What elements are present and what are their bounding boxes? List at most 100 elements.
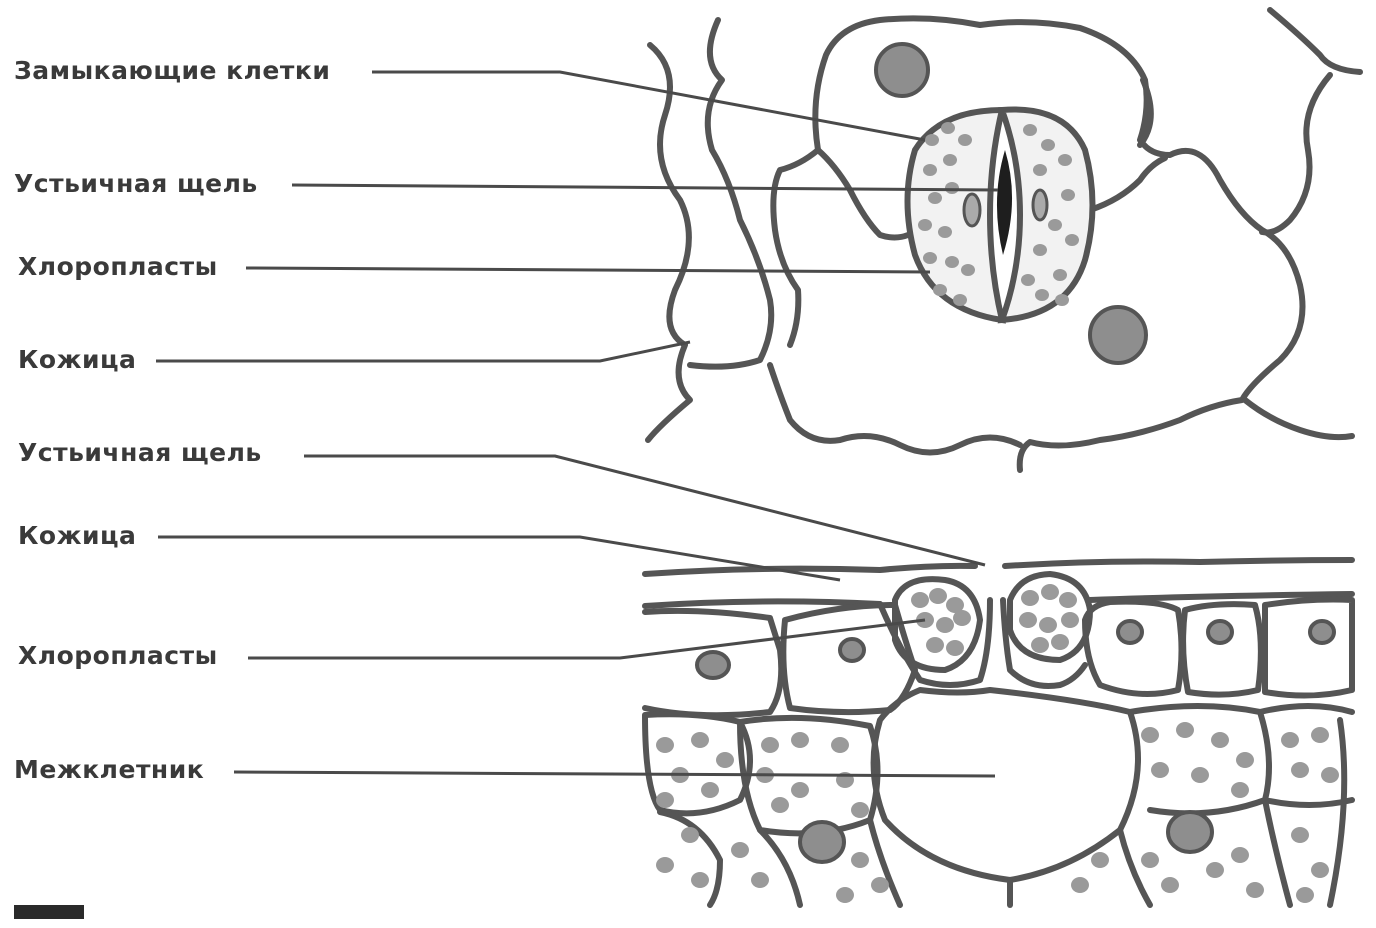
chloroplast: [945, 256, 959, 268]
chloroplast: [831, 737, 849, 753]
chloroplast: [911, 592, 929, 608]
chloroplast: [1033, 164, 1047, 176]
label-guard-cells: Замыкающие клетки: [14, 58, 330, 83]
chloroplast: [1161, 877, 1179, 893]
chloroplast: [936, 617, 954, 633]
chloroplast: [1311, 727, 1329, 743]
chloroplast: [1281, 732, 1299, 748]
scale-bar: [14, 905, 84, 919]
epidermal-cell-wall: [818, 150, 908, 238]
chloroplast: [1031, 637, 1049, 653]
chloroplast: [656, 792, 674, 808]
chloroplast: [1033, 244, 1047, 256]
chloroplast: [1151, 762, 1169, 778]
epidermal-cell-wall: [648, 45, 690, 440]
epidermal-cell-wall: [1270, 10, 1360, 72]
chloroplast: [851, 802, 869, 818]
chloroplast: [1296, 887, 1314, 903]
cuticle: [645, 566, 975, 574]
chloroplast: [836, 887, 854, 903]
mesophyll-cell: [1260, 706, 1352, 712]
chloroplast: [923, 164, 937, 176]
chloroplast: [1061, 612, 1079, 628]
mesophyll-cell: [760, 830, 800, 905]
chloroplast: [1023, 124, 1037, 136]
chloroplasts-section-group: [656, 584, 1339, 903]
chloroplast: [943, 154, 957, 166]
leader-epidermis-section: [158, 537, 840, 580]
chloroplast: [938, 226, 952, 238]
epidermal-cell-wall: [1262, 75, 1330, 233]
chloroplast: [925, 134, 939, 146]
chloroplast: [1206, 862, 1224, 878]
mesophyll-cell: [1265, 800, 1290, 905]
chloroplast: [791, 732, 809, 748]
chloroplast: [1041, 139, 1055, 151]
leader-epidermis-top: [156, 342, 690, 361]
chloroplast: [1039, 617, 1057, 633]
chloroplast: [1231, 782, 1249, 798]
chloroplast: [958, 134, 972, 146]
chloroplast: [1321, 767, 1339, 783]
epidermal-cell-wall: [1090, 158, 1165, 210]
epidermal-cell-wall: [770, 365, 1020, 453]
epidermal-cell-wall: [773, 150, 818, 345]
chloroplast: [791, 782, 809, 798]
guard-cell-left: [908, 110, 1003, 320]
chloroplast: [929, 588, 947, 604]
chloroplast: [1176, 722, 1194, 738]
chloroplast: [1236, 752, 1254, 768]
chloroplast: [1061, 189, 1075, 201]
stoma-surface: [908, 110, 1093, 321]
chloroplast: [761, 737, 779, 753]
chloroplast: [946, 640, 964, 656]
chloroplast: [933, 284, 947, 296]
chloroplast: [1231, 847, 1249, 863]
chloroplast: [923, 252, 937, 264]
chloroplast: [681, 827, 699, 843]
chloroplast: [656, 737, 674, 753]
chloroplast: [1311, 862, 1329, 878]
chloroplast: [1211, 732, 1229, 748]
chloroplast: [1291, 762, 1309, 778]
epidermal-cell: [1085, 602, 1182, 694]
chloroplast: [1246, 882, 1264, 898]
mesophyll-cell: [1120, 830, 1150, 905]
stomatal-pore: [997, 150, 1012, 255]
chloroplast: [1053, 269, 1067, 281]
chloroplast: [871, 877, 889, 893]
leader-lines: [156, 72, 998, 776]
chloroplast: [1058, 154, 1072, 166]
chloroplast: [961, 264, 975, 276]
chloroplast: [1041, 584, 1059, 600]
chloroplast: [1091, 852, 1109, 868]
chloroplast: [1291, 827, 1309, 843]
epidermal-cell: [1183, 604, 1261, 694]
chloroplast: [1035, 289, 1049, 301]
chloroplast: [1065, 234, 1079, 246]
label-chloroplasts-top: Хлоропласты: [18, 254, 218, 279]
epidermal-cell: [1265, 600, 1352, 696]
label-chloroplasts-section: Хлоропласты: [18, 643, 218, 668]
label-epidermis-section: Кожица: [18, 523, 136, 548]
chloroplast: [691, 872, 709, 888]
leader-intercellular-space: [234, 772, 995, 776]
chloroplast: [1021, 590, 1039, 606]
leader-guard-cells: [372, 72, 925, 140]
chloroplast: [1191, 767, 1209, 783]
leader-chloroplasts-top: [246, 268, 930, 272]
chloroplast: [1019, 612, 1037, 628]
guard-cell-nucleus: [1033, 190, 1047, 220]
epidermal-cell-wall: [1245, 400, 1352, 437]
mesophyll-cell: [1330, 720, 1344, 905]
chloroplast: [731, 842, 749, 858]
chloroplast: [1055, 294, 1069, 306]
chloroplast: [851, 852, 869, 868]
epidermal-cell-wall: [690, 20, 771, 367]
chloroplast: [945, 182, 959, 194]
chloroplast: [1059, 592, 1077, 608]
chloroplast: [953, 294, 967, 306]
chloroplast: [1051, 634, 1069, 650]
chloroplast: [1048, 219, 1062, 231]
